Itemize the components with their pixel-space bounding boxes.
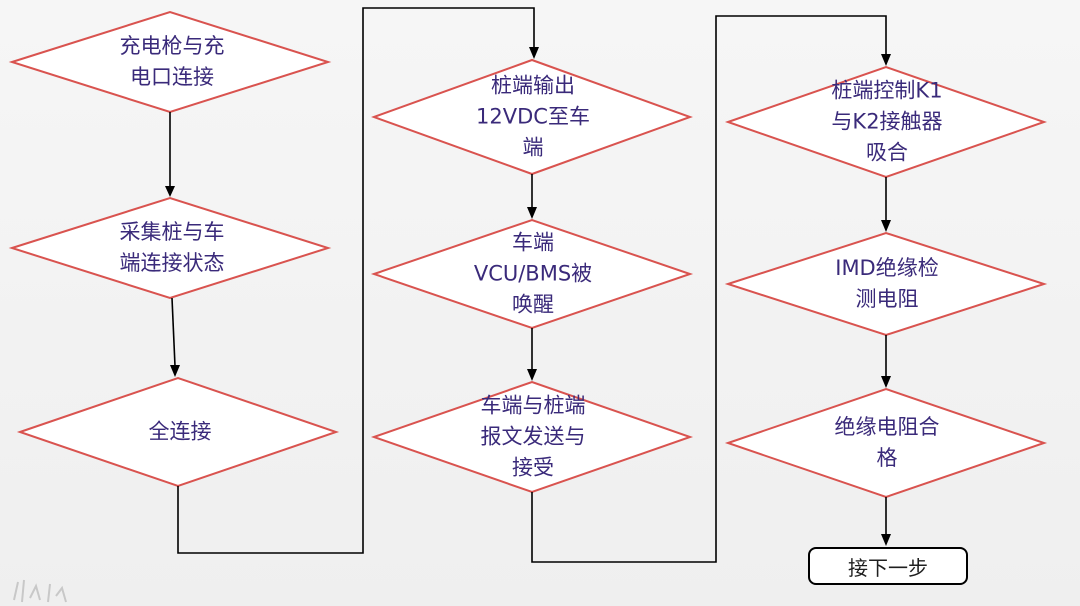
diamond-n4 — [371, 58, 693, 176]
node-label-n2: 采集桩与车 端连接状态 — [119, 220, 225, 275]
watermark-scribble — [13, 579, 67, 603]
arrow-n6-n7 — [531, 15, 887, 563]
node-label-n5: 车端 VCU/BMS被 唤醒 — [473, 230, 593, 317]
node-label-n8: IMD绝缘检 测电阻 — [835, 256, 939, 311]
node-label-n7: 桩端控制K1 与K2接触器 吸合 — [831, 78, 943, 165]
diamond-n2 — [8, 196, 332, 300]
node-label-n9: 绝缘电阻合 格 — [834, 415, 940, 470]
arrowhead-n3-n4 — [529, 47, 539, 59]
arrowhead-n5-n6 — [527, 369, 537, 381]
diamond-n1 — [8, 10, 332, 114]
node-label-n1: 充电枪与充 电口连接 — [119, 34, 225, 89]
arrowhead-n7-n8 — [881, 220, 891, 232]
arrow-n3-n4 — [177, 7, 535, 554]
arrowhead-n4-n5 — [527, 207, 537, 219]
end-step-label: 接下一步 — [848, 555, 928, 580]
arrow-n2-n3 — [171, 297, 176, 367]
end-step-box: 接下一步 — [808, 547, 968, 585]
arrowhead-n2-n3 — [170, 365, 180, 377]
diamond-n7 — [724, 65, 1048, 179]
diamond-n9 — [724, 387, 1048, 499]
diamond-n3 — [16, 376, 340, 488]
diamond-n8 — [724, 231, 1048, 337]
arrowhead-n6-n7 — [881, 54, 891, 66]
arrowhead-n9-end — [881, 534, 891, 546]
node-label-n6: 车端与桩端 报文发送与 接受 — [480, 393, 586, 480]
diamond-n5 — [370, 218, 694, 330]
arrowhead-n8-n9 — [881, 376, 891, 388]
arrowhead-n1-n2 — [165, 186, 175, 197]
diamond-n6 — [370, 380, 694, 494]
node-label-n3: 全连接 — [148, 419, 212, 444]
node-label-n4: 桩端输出 12VDC至车 端 — [476, 73, 590, 160]
